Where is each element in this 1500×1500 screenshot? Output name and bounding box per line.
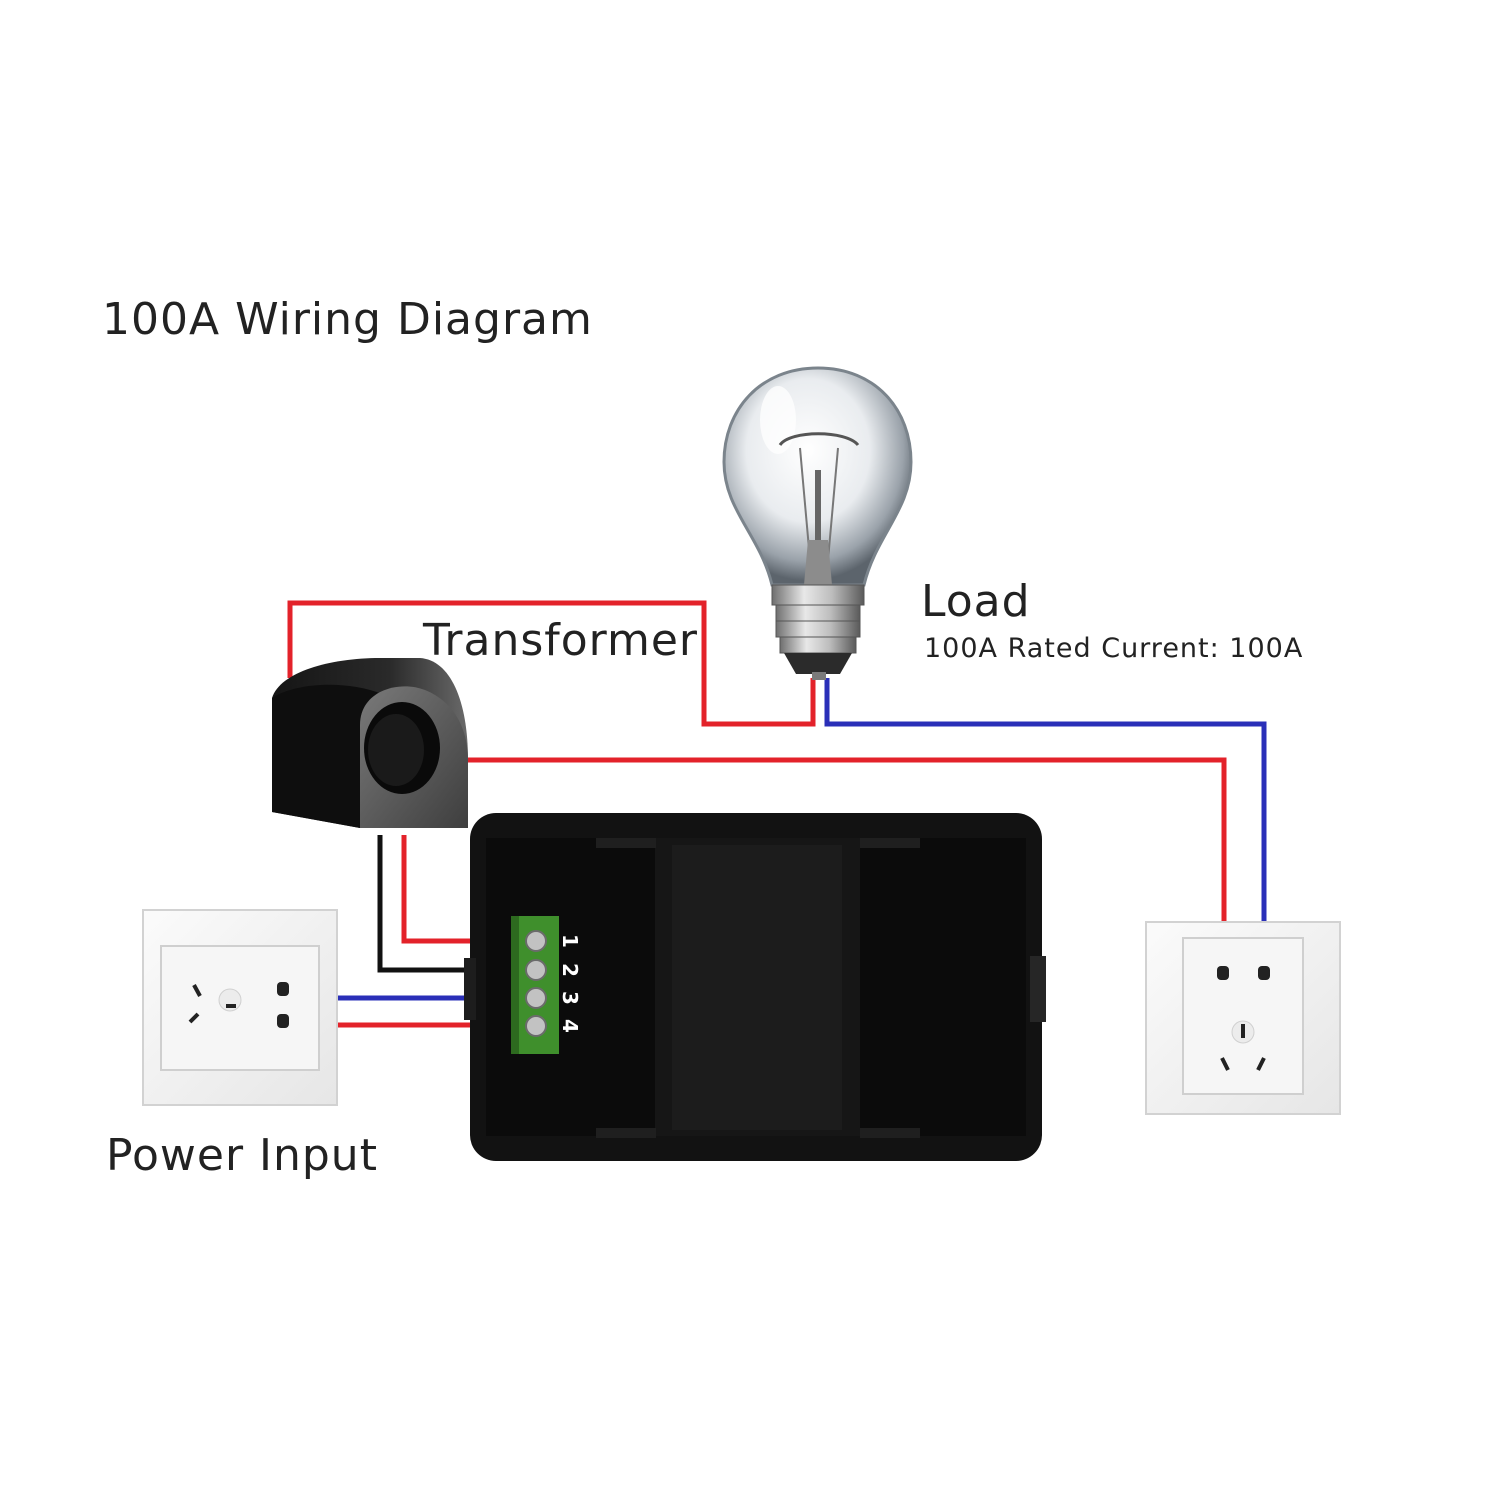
terminal-screws <box>525 930 547 1037</box>
light-bulb-icon <box>722 366 913 680</box>
terminal-number-2: 2 <box>558 963 582 977</box>
diagram-title: 100A Wiring Diagram <box>102 294 593 345</box>
power-input-label: Power Input <box>106 1130 378 1181</box>
wall-socket-icon <box>1145 921 1341 1115</box>
terminal-number-4: 4 <box>558 1019 582 1033</box>
red-wire-transformer-to-load <box>287 600 816 727</box>
wall-socket-icon <box>142 909 338 1106</box>
blue-wire-load-to-outlet <box>824 678 1267 968</box>
transformer-label: Transformer <box>423 615 699 666</box>
power-meter-icon <box>464 813 1046 1161</box>
rated-current-label: 100A Rated Current: 100A <box>924 633 1304 664</box>
red-wire-through-transformer <box>368 757 1227 968</box>
terminal-number-1: 1 <box>558 934 582 948</box>
current-transformer-icon <box>272 658 468 828</box>
terminal-block-icon: 1 2 3 4 <box>511 916 582 1054</box>
load-label: Load <box>921 576 1031 627</box>
terminal-number-3: 3 <box>558 991 582 1005</box>
